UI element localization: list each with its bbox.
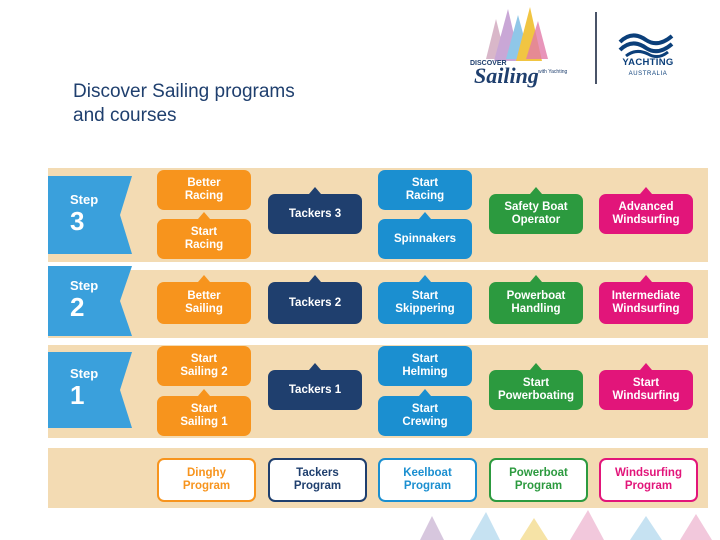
course-advanced-windsurfing: Advanced Windsurfing [599, 194, 693, 234]
course-start-windsurfing: Start Windsurfing [599, 370, 693, 410]
course-tackers-2: Tackers 2 [268, 282, 362, 324]
step1-ribbon: Step 1 [48, 352, 140, 428]
course-start-skippering: Start Skippering [378, 282, 472, 324]
course-pointer [530, 187, 542, 194]
course-start-racing-keel: Start Racing [378, 170, 472, 210]
yachting-line2: AUSTRALIA [628, 71, 668, 77]
step2-ribbon: Step 2 [48, 266, 140, 336]
program-windsurfing: Windsurfing Program [599, 458, 698, 502]
program-keelboat: Keelboat Program [378, 458, 477, 502]
course-pointer [419, 212, 431, 219]
course-tackers-3: Tackers 3 [268, 194, 362, 234]
program-dinghy: Dinghy Program [157, 458, 256, 502]
course-start-crewing: Start Crewing [378, 396, 472, 436]
step2-word: Step [70, 278, 99, 293]
step3-ribbon: Step 3 [48, 176, 140, 254]
yachting-line1: YACHTING [622, 57, 674, 68]
decorative-sail-strip [420, 510, 712, 540]
program-tackers: Tackers Program [268, 458, 367, 502]
course-start-powerboating: Start Powerboating [489, 370, 583, 410]
yachting-australia-text: YACHTING AUSTRALIA [608, 58, 688, 79]
step3-word: Step [70, 192, 99, 207]
discover-tag-text: with Yachting [538, 69, 567, 75]
page-title: Discover Sailing programs and courses [73, 81, 295, 126]
step2-number: 2 [70, 292, 85, 322]
course-pointer [198, 389, 210, 396]
course-pointer [530, 275, 542, 282]
step1-word: Step [70, 366, 99, 381]
discover-top-text: DISCOVER [470, 60, 507, 67]
course-pointer [198, 275, 210, 282]
discover-sailing-logo: DISCOVER Sailing with Yachting [470, 7, 567, 88]
step1-number: 1 [70, 380, 85, 410]
program-powerboat: Powerboat Program [489, 458, 588, 502]
course-start-sailing-1: Start Sailing 1 [157, 396, 251, 436]
logo-separator [595, 12, 597, 84]
course-start-helming: Start Helming [378, 346, 472, 386]
course-spinnakers: Spinnakers [378, 219, 472, 259]
course-better-sailing: Better Sailing [157, 282, 251, 324]
discover-main-text: Sailing [474, 63, 539, 88]
course-pointer [309, 363, 321, 370]
course-start-racing-dinghy: Start Racing [157, 219, 251, 259]
course-intermediate-windsurfing: Intermediate Windsurfing [599, 282, 693, 324]
step3-number: 3 [70, 206, 85, 236]
course-pointer [530, 363, 542, 370]
course-tackers-1: Tackers 1 [268, 370, 362, 410]
course-pointer [198, 212, 210, 219]
course-pointer [309, 275, 321, 282]
course-pointer [419, 275, 431, 282]
course-better-racing: Better Racing [157, 170, 251, 210]
course-powerboat-handling: Powerboat Handling [489, 282, 583, 324]
course-pointer [640, 187, 652, 194]
course-pointer [309, 187, 321, 194]
course-pointer [640, 275, 652, 282]
course-pointer [640, 363, 652, 370]
course-safety-boat-operator: Safety Boat Operator [489, 194, 583, 234]
course-pointer [419, 389, 431, 396]
yachting-australia-logo [618, 33, 674, 59]
course-start-sailing-2: Start Sailing 2 [157, 346, 251, 386]
